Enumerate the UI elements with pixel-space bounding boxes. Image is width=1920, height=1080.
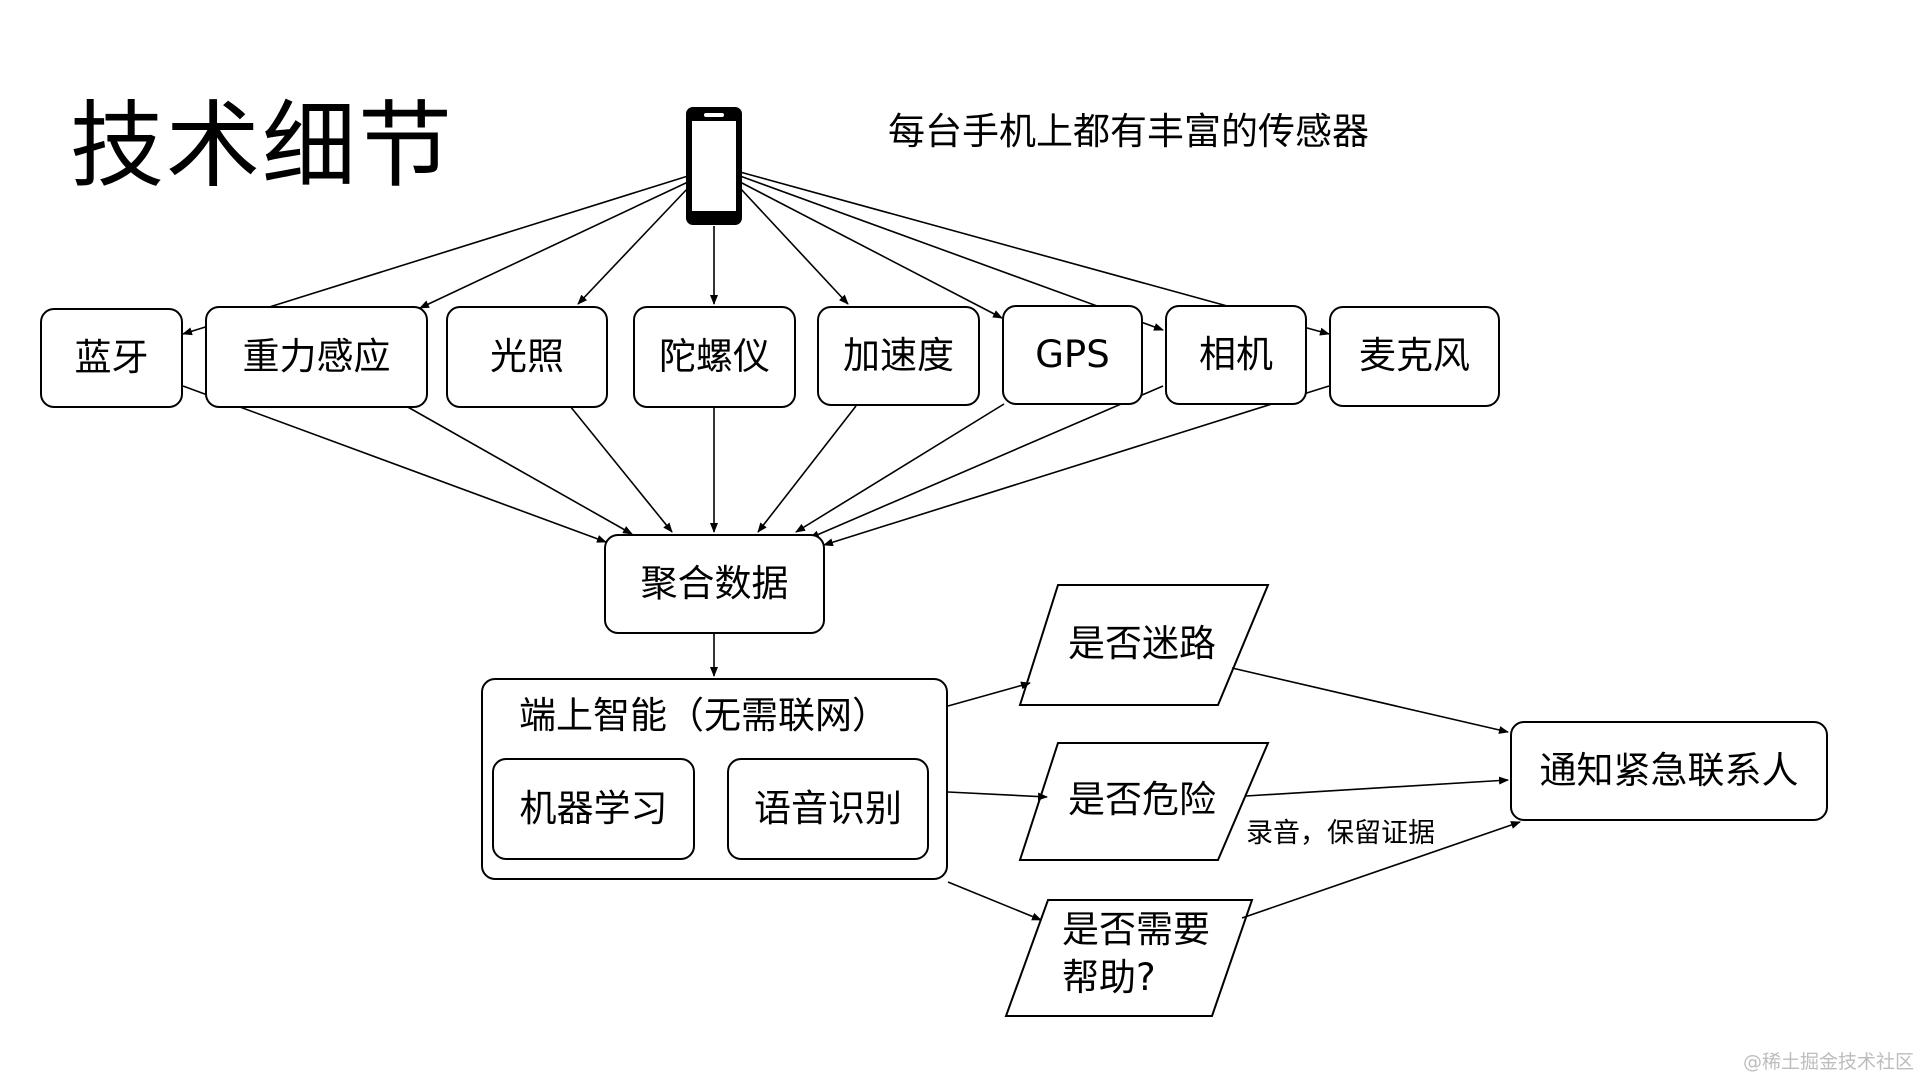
edge-phone-accelerometer (739, 187, 849, 305)
edge-help-notify (1241, 821, 1521, 919)
edge-microphone-aggregate (823, 385, 1330, 547)
node-machine-learning: 机器学习 (492, 758, 695, 860)
node-speech-recognition: 语音识别 (727, 758, 929, 860)
edge-edgeai-lost (947, 681, 1031, 707)
watermark: @稀土掘金技术社区 (1742, 1051, 1914, 1073)
decision-shape-help (1004, 899, 1254, 1017)
node-microphone: 麦克风 (1329, 306, 1500, 407)
connector-lines (182, 171, 1521, 921)
edge-phone-light (577, 187, 689, 305)
edge-gps-aggregate (795, 403, 1005, 533)
edge-ai-label: 端上智能（无需联网） (519, 694, 889, 737)
node-edge-ai: 端上智能（无需联网） 机器学习 语音识别 (481, 678, 948, 880)
node-camera: 相机 (1165, 305, 1307, 405)
edge-lost-notify (1231, 667, 1509, 734)
node-gps: GPS (1002, 305, 1143, 405)
record-evidence-note: 录音，保留证据 (1246, 818, 1435, 849)
phone-icon (686, 107, 742, 225)
decision-lost-label: 是否迷路 (1068, 622, 1216, 665)
page-title: 技术细节 (70, 92, 455, 201)
decision-shape-danger (1018, 742, 1270, 861)
edge-edgeai-help (947, 881, 1042, 921)
edge-camera-aggregate (809, 385, 1164, 539)
node-light: 光照 (446, 306, 608, 408)
decision-shape-lost (1018, 584, 1270, 706)
decision-help-label: 是否需要 帮助? (1062, 908, 1210, 1000)
edge-phone-gravity (419, 181, 689, 309)
edge-light-aggregate (569, 405, 673, 533)
edge-bluetooth-aggregate (182, 385, 607, 543)
edge-edgeai-danger (947, 791, 1048, 801)
node-gyroscope: 陀螺仪 (633, 306, 796, 408)
edge-danger-notify (1245, 776, 1509, 797)
edge-phone-gps (739, 181, 1003, 319)
edge-phone-camera (739, 175, 1164, 331)
edge-accelerometer-aggregate (757, 405, 857, 533)
node-aggregate: 聚合数据 (604, 534, 825, 634)
node-accelerometer: 加速度 (817, 306, 980, 406)
edge-gravity-aggregate (405, 405, 633, 535)
subtitle: 每台手机上都有丰富的传感器 (888, 110, 1369, 153)
decision-danger-label: 是否危险 (1068, 778, 1216, 821)
node-bluetooth: 蓝牙 (40, 308, 183, 408)
node-notify-contacts: 通知紧急联系人 (1510, 721, 1828, 821)
node-gravity: 重力感应 (205, 306, 428, 408)
